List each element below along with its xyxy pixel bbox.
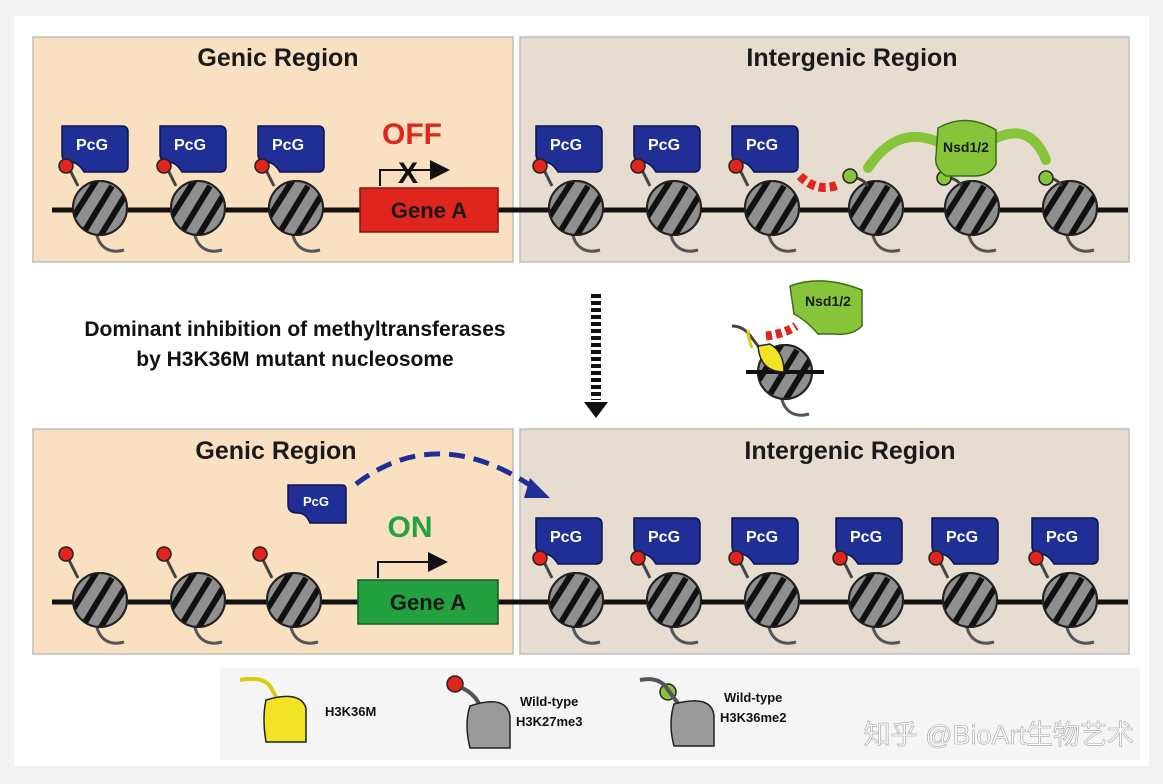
pcg-label: PcG bbox=[946, 529, 978, 546]
pcg-label: PcG bbox=[272, 137, 304, 154]
watermark-text: 知乎 @BioArt生物艺术 bbox=[864, 720, 1134, 750]
legend: H3K36M Wild-type H3K27me3 Wild-type H3K3… bbox=[220, 668, 1140, 760]
legend-h3k36m-icon bbox=[239, 676, 307, 743]
top-gene-label: Gene A bbox=[391, 198, 467, 223]
top-intergenic-nucleosomes: PcG PcG PcG bbox=[532, 125, 1106, 251]
pcg-label: PcG bbox=[746, 529, 778, 546]
legend-h3k36m-label: H3K36M bbox=[325, 704, 376, 719]
legend-wt-k36-line1: Wild-type bbox=[724, 690, 782, 705]
bottom-intergenic-region bbox=[519, 428, 1130, 655]
top-intergenic-region bbox=[519, 36, 1130, 263]
bottom-state-on: ON bbox=[388, 511, 433, 544]
pcg-label: PcG bbox=[550, 137, 582, 154]
bottom-genic-nucleosomes bbox=[58, 546, 330, 643]
middle-section: Dominant inhibition of methyltransferase… bbox=[84, 280, 863, 418]
top-blocked-mark: X bbox=[398, 157, 418, 190]
top-gene-a: Gene A X OFF bbox=[359, 118, 499, 233]
top-nsd-complex: Nsd1/2 bbox=[863, 119, 1051, 177]
mechanism-caption-line1: Dominant inhibition of methyltransferase… bbox=[84, 318, 505, 341]
legend-wt-k36-line2: H3K36me2 bbox=[720, 710, 787, 725]
pcg-label: PcG bbox=[648, 529, 680, 546]
top-intergenic-title: Intergenic Region bbox=[746, 44, 957, 72]
bottom-gene-a: Gene A ON bbox=[357, 511, 499, 625]
pcg-label: PcG bbox=[1046, 529, 1078, 546]
pcg-label: PcG bbox=[850, 529, 882, 546]
pcg-relocation-arrowhead bbox=[524, 478, 550, 498]
middle-nsd-label: Nsd1/2 bbox=[805, 293, 851, 309]
top-panel: Genic Region Intergenic Region PcG PcG P… bbox=[32, 36, 1130, 263]
pcg-label: PcG bbox=[550, 529, 582, 546]
released-pcg-label: PcG bbox=[303, 494, 329, 509]
pcg-label: PcG bbox=[648, 137, 680, 154]
transition-arrow-head bbox=[584, 402, 608, 418]
bottom-genic-title: Genic Region bbox=[195, 437, 356, 465]
legend-wt-k27-icon bbox=[446, 675, 511, 749]
top-state-off: OFF bbox=[382, 118, 442, 151]
top-genic-title: Genic Region bbox=[197, 44, 358, 72]
released-pcg: PcG bbox=[287, 484, 347, 524]
top-genic-nucleosomes: PcG PcG PcG bbox=[58, 125, 332, 251]
top-nsd-label: Nsd1/2 bbox=[943, 139, 989, 155]
top-transcription-arrow bbox=[379, 160, 450, 186]
legend-wt-k27-line1: Wild-type bbox=[520, 694, 578, 709]
top-boundary-dashes bbox=[796, 172, 842, 193]
h3k36m-nucleosome: Nsd1/2 bbox=[731, 280, 863, 415]
bottom-panel: Genic Region Intergenic Region PcG Gene … bbox=[32, 428, 1130, 655]
legend-wt-k27-line2: H3K27me3 bbox=[516, 714, 583, 729]
pcg-label: PcG bbox=[76, 137, 108, 154]
bottom-transcription-arrow bbox=[377, 552, 448, 578]
bottom-intergenic-title: Intergenic Region bbox=[744, 437, 955, 465]
pcg-label: PcG bbox=[746, 137, 778, 154]
legend-wt-k36-icon bbox=[639, 677, 715, 747]
pcg-label: PcG bbox=[174, 137, 206, 154]
bottom-intergenic-nucleosomes: PcG PcG PcG PcG PcG PcG bbox=[532, 517, 1106, 643]
bottom-gene-label: Gene A bbox=[390, 590, 466, 615]
mechanism-caption-line2: by H3K36M mutant nucleosome bbox=[136, 348, 453, 371]
